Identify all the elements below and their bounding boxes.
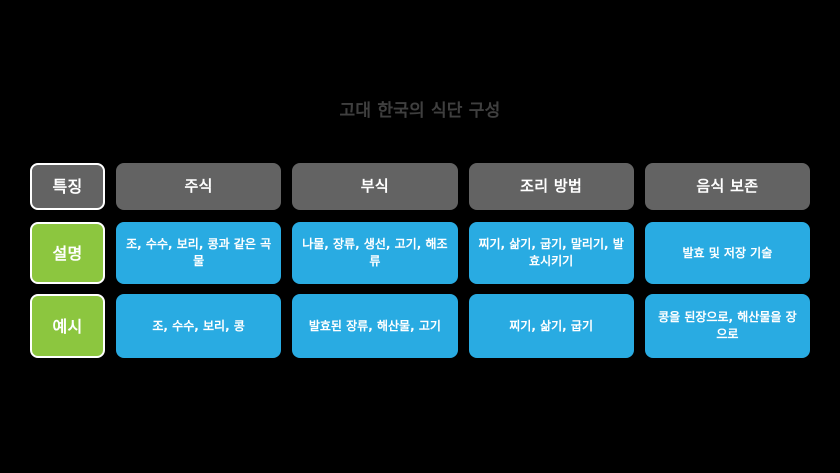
cell-example-staple: 조, 수수, 보리, 콩 xyxy=(116,294,282,358)
cell-description-cooking-method: 찌기, 삶기, 굽기, 말리기, 발효시키기 xyxy=(468,222,634,284)
cell-description-side-dish: 나물, 장류, 생선, 고기, 해조류 xyxy=(292,222,458,284)
row-label-description: 설명 xyxy=(30,222,105,284)
cell-example-food-preservation: 콩을 된장으로, 해산물을 장으로 xyxy=(644,294,810,358)
column-header-food-preservation: 음식 보존 xyxy=(644,163,810,210)
table-corner-label: 특징 xyxy=(30,163,105,210)
table-row: 예시 조, 수수, 보리, 콩 발효된 장류, 해산물, 고기 찌기, 삶기, … xyxy=(30,294,810,358)
cell-description-staple: 조, 수수, 보리, 콩과 같은 곡물 xyxy=(116,222,282,284)
table-row: 설명 조, 수수, 보리, 콩과 같은 곡물 나물, 장류, 생선, 고기, 해… xyxy=(30,222,810,284)
column-header-side-dish: 부식 xyxy=(292,163,458,210)
column-header-cooking-method: 조리 방법 xyxy=(468,163,634,210)
page-title: 고대 한국의 식단 구성 xyxy=(339,101,501,121)
cell-description-food-preservation: 발효 및 저장 기술 xyxy=(644,222,810,284)
comparison-table: 특징 주식 부식 조리 방법 음식 보존 설명 조, 수수, 보리, 콩과 같은… xyxy=(30,163,810,358)
table-header-row: 특징 주식 부식 조리 방법 음식 보존 xyxy=(30,163,810,210)
cell-example-side-dish: 발효된 장류, 해산물, 고기 xyxy=(292,294,458,358)
column-header-staple: 주식 xyxy=(116,163,282,210)
row-label-example: 예시 xyxy=(30,294,105,358)
cell-example-cooking-method: 찌기, 삶기, 굽기 xyxy=(468,294,634,358)
